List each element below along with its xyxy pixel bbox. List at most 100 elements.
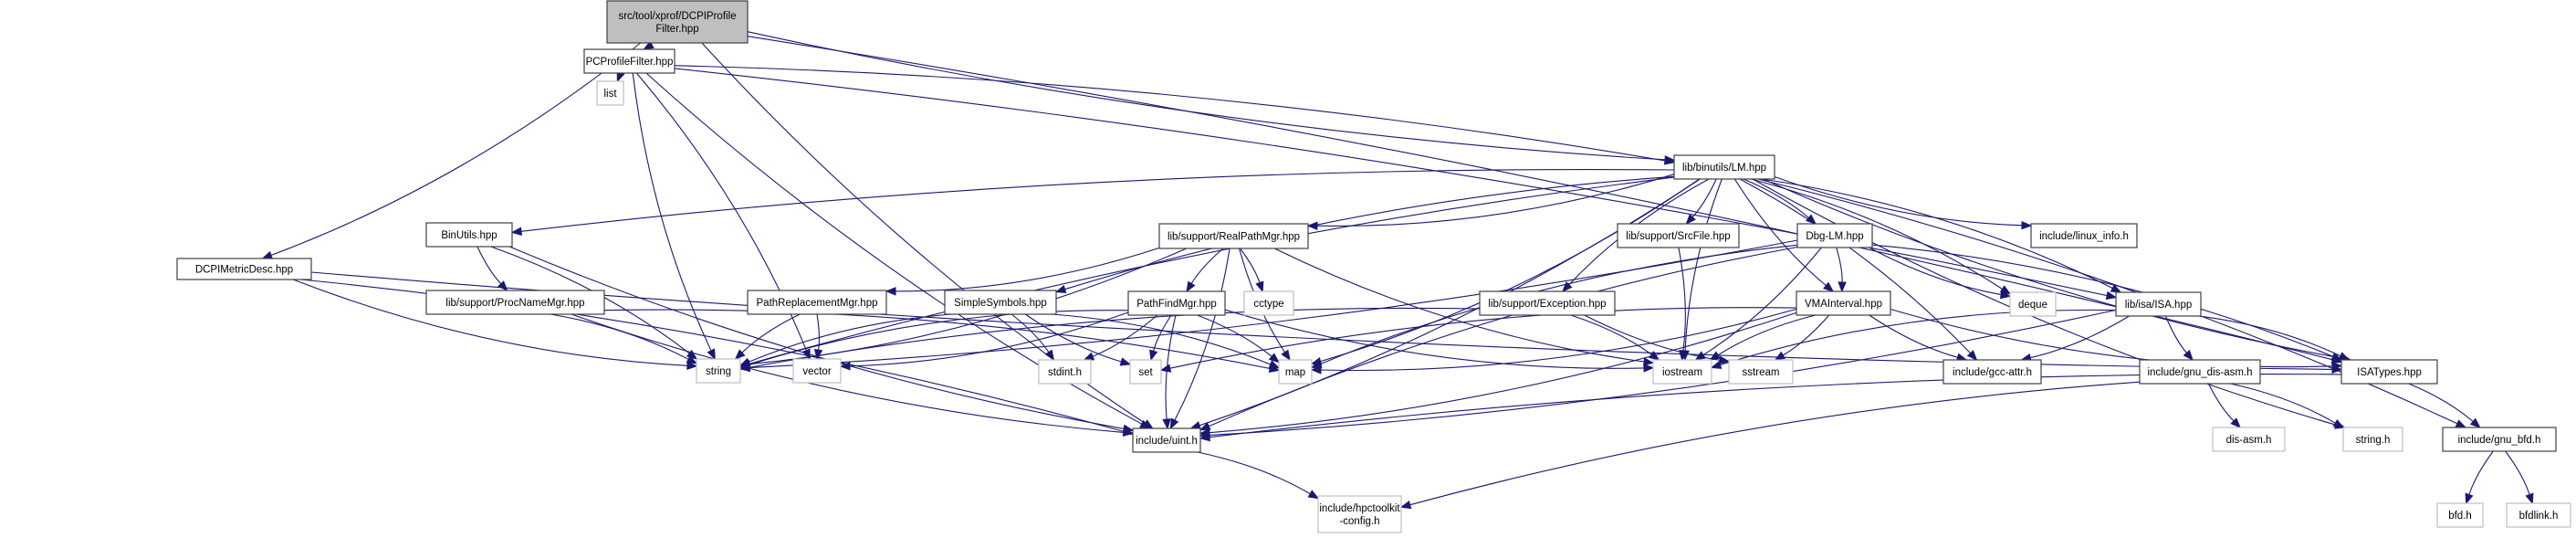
arrowhead-icon (261, 250, 274, 259)
node-gnudisasm[interactable]: include/gnu_dis-asm.h (2139, 359, 2261, 385)
node-box (1129, 359, 1162, 385)
node-label: lib/isa/ISA.hpp (2125, 300, 2193, 311)
edge-line (1152, 314, 1172, 352)
edge-vmainterval-to-gccattr (1869, 314, 1968, 362)
node-box (2442, 427, 2557, 452)
node-uint[interactable]: include/uint.h (1132, 427, 1201, 453)
edge-line (1273, 248, 1645, 363)
node-dcpimetricdesc[interactable]: DCPIMetricDesc.hpp (176, 258, 312, 280)
node-box (2342, 427, 2403, 452)
node-box (1796, 290, 1891, 316)
node-isatypes[interactable]: ISATypes.hpp (2340, 359, 2438, 385)
node-pcprofilefilter[interactable]: PCProfileFilter.hpp (583, 48, 675, 74)
node-label: set (1138, 367, 1153, 378)
node-isa[interactable]: lib/isa/ISA.hpp (2115, 291, 2202, 317)
edge-line (1783, 314, 1830, 356)
node-simplesymbols[interactable]: SimpleSymbols.hpp (944, 290, 1057, 315)
node-gnubfd[interactable]: include/gnu_bfd.h (2442, 427, 2557, 452)
edge-vmainterval-to-isatypes (1890, 308, 2343, 371)
node-box (1479, 290, 1616, 316)
edge-line (1409, 381, 2141, 506)
node-box (425, 290, 605, 315)
edge-lm-to-deque (1751, 178, 2012, 295)
edge-pathreplacementmgr-to-string (734, 313, 801, 360)
node-stdint: stdint.h (1038, 359, 1092, 385)
edges-layer (261, 31, 2534, 510)
arrowhead-icon (1643, 364, 1655, 373)
node-label: stdint.h (1048, 367, 1082, 378)
arrowhead-icon (1199, 422, 1211, 431)
edge-line (749, 307, 1481, 368)
edge-vmainterval-to-sstream (1774, 314, 1830, 361)
node-procnamemgr[interactable]: lib/support/ProcNameMgr.hpp (425, 290, 605, 315)
edge-line (476, 246, 502, 285)
edge-line (849, 311, 1129, 367)
edge-gnudisasm-to-stringh (2230, 383, 2345, 428)
edge-dbglm-to-deque (1869, 247, 2012, 300)
edge-line (1169, 307, 1797, 369)
node-label: cctype (1253, 299, 1283, 310)
edge-lm-to-binutils (510, 169, 1675, 236)
node-exception[interactable]: lib/support/Exception.hpp (1479, 290, 1616, 316)
arrowhead-icon (2230, 417, 2242, 428)
edge-line (1762, 178, 2113, 289)
edge-vmainterval-to-iostream (1709, 314, 1817, 361)
node-pathfindmgr[interactable]: PathFindMgr.hpp (1127, 290, 1226, 316)
node-vmainterval[interactable]: VMAInterval.hpp (1796, 290, 1891, 316)
arrowhead-icon (707, 348, 716, 361)
edge-line (1197, 451, 1311, 495)
node-box (1132, 427, 1201, 453)
node-srcfile[interactable]: lib/support/SrcFile.hpp (1617, 223, 1740, 248)
node-box (2212, 427, 2286, 452)
node-label: dis-asm.h (2226, 435, 2272, 446)
node-box (2506, 502, 2571, 528)
edge-lm-to-vmainterval (1733, 178, 1835, 292)
node-binutils[interactable]: BinUtils.hpp (425, 222, 513, 248)
node-label: string.h (2356, 435, 2391, 446)
edge-line (1209, 309, 2117, 436)
arrowhead-icon (2331, 362, 2343, 371)
node-box (2115, 291, 2202, 317)
node-lm[interactable]: lib/binutils/LM.hpp (1673, 154, 1775, 180)
edge-line (1717, 314, 1817, 356)
edge-dbglm-to-uint (1199, 246, 1798, 431)
node-disasm: dis-asm.h (2212, 427, 2286, 452)
edge-pathfindmgr-to-set (1149, 314, 1172, 362)
arrowhead-icon (738, 363, 750, 373)
arrowhead-icon (1268, 360, 1281, 369)
edge-pcprofilefilter-to-isa (674, 68, 2118, 301)
edge-line (571, 313, 1125, 433)
node-realpathmgr[interactable]: lib/support/RealPathMgr.hpp (1158, 223, 1309, 249)
node-box (1127, 290, 1226, 316)
node-box (1617, 223, 1740, 248)
node-sstream: sstream (1728, 359, 1794, 385)
node-box (792, 358, 842, 384)
edge-line (1240, 248, 1261, 283)
arrowhead-icon (1149, 349, 1158, 362)
edge-lm-to-gccattr (1739, 178, 1978, 361)
node-linuxinfo[interactable]: include/linux_info.h (2030, 223, 2138, 248)
edge-pathreplacementmgr-to-vector (813, 313, 823, 361)
node-pathreplacementmgr[interactable]: PathReplacementMgr.hpp (747, 290, 887, 315)
node-box (1942, 359, 2042, 385)
arrowhead-icon (1159, 364, 1172, 373)
edge-line (1763, 178, 2342, 359)
edge-line (1190, 248, 1224, 284)
node-box (1652, 359, 1712, 385)
node-gccattr[interactable]: include/gcc-attr.h (1942, 359, 2042, 385)
node-box (1038, 359, 1092, 385)
edge-line (2408, 383, 2474, 422)
node-label: list (603, 89, 617, 100)
node-dbglm[interactable]: Dbg-LM.hpp (1796, 223, 1873, 248)
arrowhead-icon (686, 354, 698, 364)
arrowhead-icon (1044, 349, 1055, 362)
edge-line (2030, 315, 2130, 359)
edge-line (2164, 315, 2187, 353)
edge-root-to-lm (747, 31, 1676, 164)
arrowhead-icon (839, 362, 851, 371)
node-label: VMAInterval.hpp (1805, 299, 1882, 310)
edge-isa-to-gccattr (2020, 315, 2130, 363)
edge-pathfindmgr-to-iostream (1224, 309, 1655, 373)
